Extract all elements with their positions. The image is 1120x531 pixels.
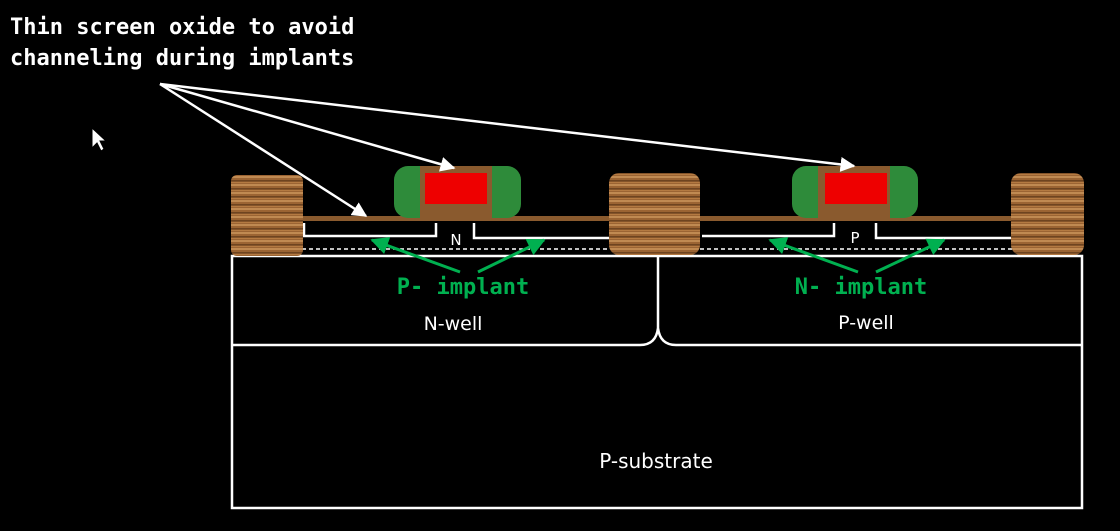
n-implant-arrow-right	[875, 238, 946, 274]
diffusion-outline-right-a	[702, 223, 836, 238]
annotation-line-2: channeling during implants	[10, 46, 354, 71]
annotation-line-1: Thin screen oxide to avoid	[10, 15, 354, 40]
diffusion-outline-right-b	[874, 223, 1012, 240]
screen-oxide-left	[302, 216, 612, 221]
n-well-label: N-well	[424, 313, 483, 335]
p-substrate-label: P-substrate	[599, 449, 713, 473]
n-implant-arrow-left	[768, 237, 859, 274]
n-diffusion-label: N	[450, 231, 461, 249]
gate-right	[825, 173, 887, 204]
p-well-label: P-well	[838, 312, 894, 334]
p-implant-arrow-left	[370, 237, 461, 274]
sti-right	[1011, 173, 1084, 255]
well-boundary	[232, 256, 1082, 347]
screen-oxide-right	[700, 216, 1012, 221]
p-implant-label: P- implant	[397, 275, 529, 300]
sti-middle	[609, 173, 700, 255]
p-diffusion-label: P	[850, 229, 859, 247]
sti-left	[231, 175, 303, 256]
mouse-pointer-icon	[91, 126, 108, 152]
p-implant-arrow-right	[477, 238, 546, 274]
annotation-arrow-oxide	[159, 82, 368, 218]
n-implant-label: N- implant	[795, 275, 927, 300]
diffusion-outline-left-a	[302, 223, 438, 238]
annotation-arrow-gate-left	[159, 82, 456, 172]
gate-left	[425, 173, 487, 204]
diffusion-outline-left-b	[472, 223, 610, 240]
annotation-arrow-gate-right	[159, 82, 856, 172]
